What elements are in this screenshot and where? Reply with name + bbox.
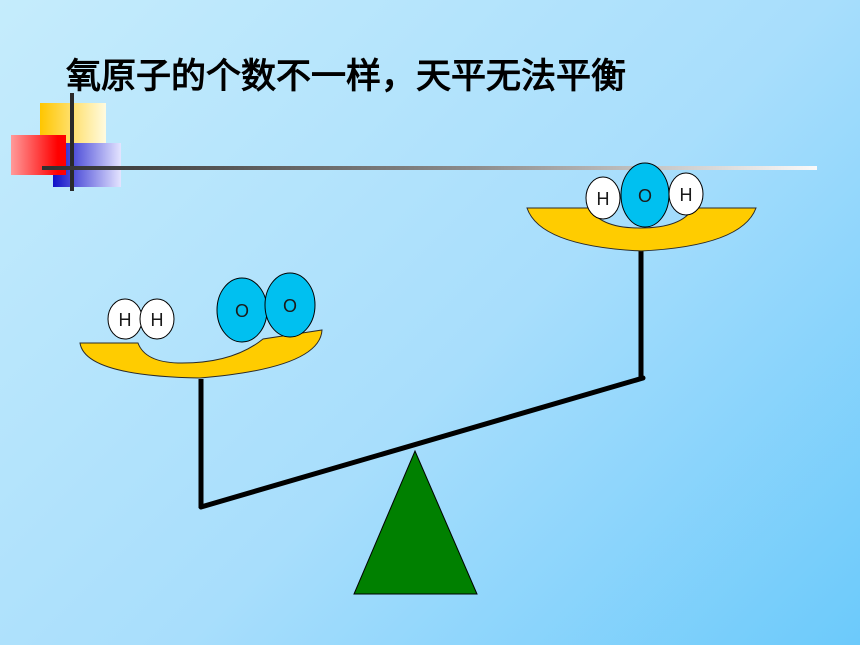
deco-vertical-line [70,93,74,191]
oxygen-atom: O [216,277,268,343]
left-pan [79,329,323,379]
atom-label: O [283,296,297,316]
title-decoration [11,93,817,191]
hydrogen-atom: H [668,172,704,216]
atom-label: H [151,310,164,330]
title-underline [42,166,817,170]
oxygen-atom: O [620,162,670,228]
right-pan [526,207,757,252]
atom-label: H [680,185,693,205]
hydrogen-atom: H [139,298,175,340]
atom-label: H [597,189,610,209]
atom-label: O [638,186,652,206]
balance [79,207,757,595]
left-pan-atoms: H H O O [107,272,316,343]
oxygen-atom: O [264,272,316,338]
fulcrum [353,449,478,595]
right-pan-atoms: H H O [585,162,704,228]
hydrogen-atom: H [107,298,143,340]
balance-beam [198,375,646,510]
slide-title: 氧原子的个数不一样，天平无法平衡 [66,57,627,97]
atom-label: O [235,301,249,321]
hydrogen-atom: H [585,176,621,220]
atom-label: H [119,310,132,330]
